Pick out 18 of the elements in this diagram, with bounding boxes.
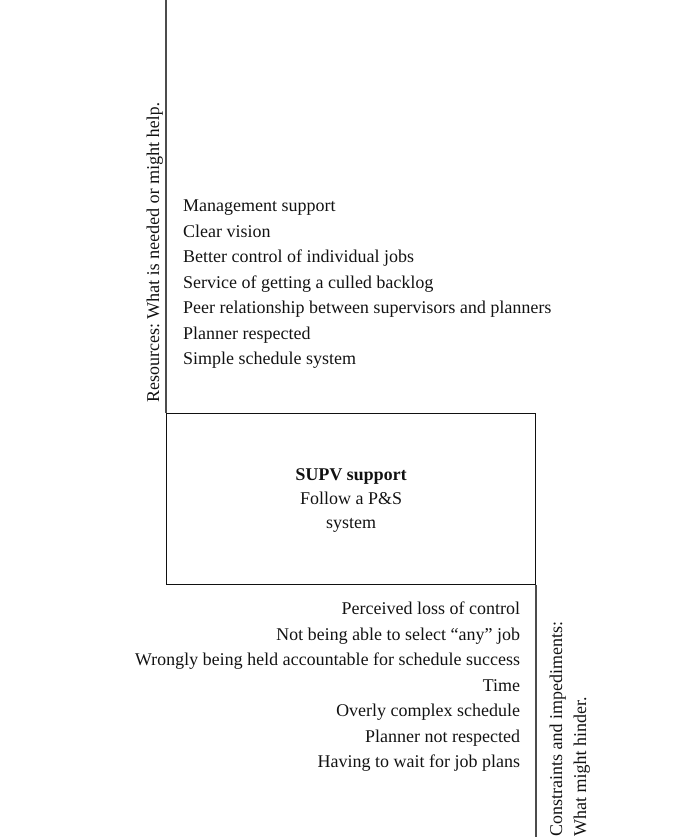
list-item: Wrongly being held accountable for schedule success [134,648,520,670]
list-item: Peer relationship between supervisors and planners [183,296,552,318]
list-item: Better control of individual jobs [183,245,414,267]
list-item: Perceived loss of control [342,597,520,619]
list-item: Planner not respected [365,724,520,746]
list-item: Management support [183,194,336,216]
box-text: Follow a P&S system [298,487,404,534]
list-item: Planner respected [183,322,310,344]
list-item: Simple schedule system [183,347,356,369]
list-item: Service of getting a culled backlog [183,270,434,292]
list-item: Not being able to select “any” job [276,622,520,644]
vertical-heading: Resources: What is needed or might help. [142,100,164,402]
list-item: Time [482,674,520,696]
list-item: Having to wait for job plans [318,750,520,772]
list-item: Clear vision [183,220,270,242]
list-item: Overly complex schedule [336,699,520,721]
box-heading: SUPV support [295,463,407,486]
vertical-heading: Constraints and impediments: What might hinder. [545,620,591,836]
